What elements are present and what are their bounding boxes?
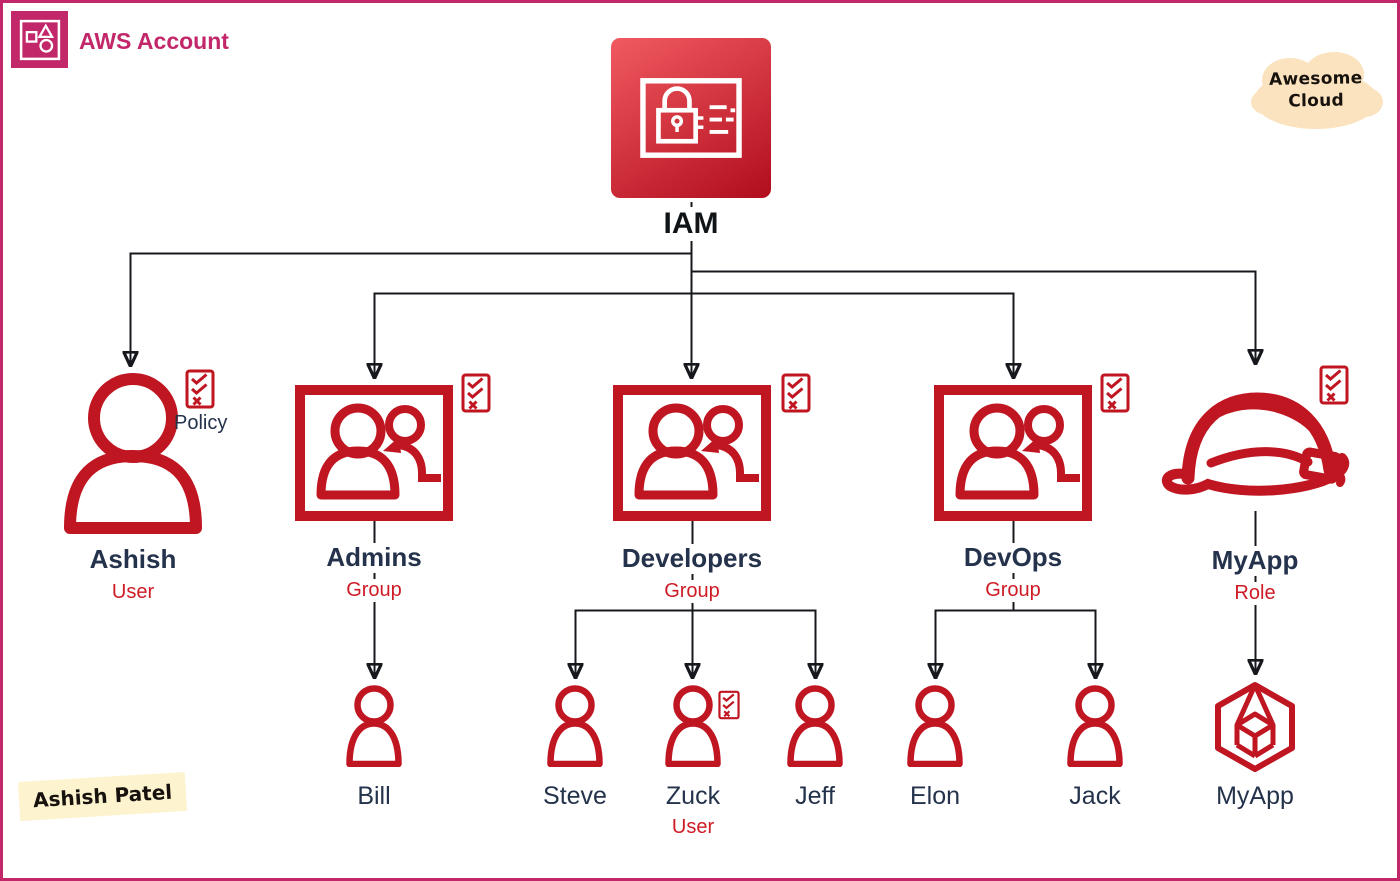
member-name-jeff: Jeff	[795, 782, 835, 810]
node-type-group: Group	[980, 579, 1046, 602]
aws-account-label: AWS Account	[79, 28, 229, 54]
user-icon	[906, 685, 964, 767]
node-name-ashish: Ashish	[82, 544, 184, 575]
group-icon	[295, 385, 453, 521]
node-type-group: Group	[659, 580, 725, 603]
cube-icon	[1211, 681, 1299, 773]
user-icon	[345, 685, 403, 767]
group-icon	[934, 385, 1092, 521]
policy-icon	[718, 690, 740, 720]
node-name-devops: DevOps	[956, 542, 1070, 573]
member-name-jack: Jack	[1069, 782, 1121, 810]
member-name-myapp: MyApp	[1216, 782, 1294, 810]
policy-icon	[185, 369, 215, 409]
connector-arrows	[3, 202, 1400, 881]
policy-icon	[1319, 365, 1349, 405]
node-name-developers: Developers	[614, 543, 770, 574]
node-type-role: Role	[1229, 582, 1281, 605]
user-icon	[786, 685, 844, 767]
member-type-user: User	[666, 816, 720, 839]
node-name-myapp-role: MyApp	[1204, 545, 1306, 576]
iam-service-icon	[611, 38, 771, 198]
node-type-group: Group	[341, 579, 407, 602]
iam-label: IAM	[657, 207, 725, 241]
user-icon	[546, 685, 604, 767]
member-name-steve: Steve	[543, 782, 607, 810]
cloud-icon	[1251, 52, 1383, 129]
awesome-cloud-logo: Awesome Cloud	[1246, 43, 1386, 137]
user-icon	[664, 685, 722, 767]
policy-icon	[781, 373, 811, 413]
member-name-bill: Bill	[357, 782, 391, 810]
awesome-cloud-text: Awesome Cloud	[1268, 68, 1363, 112]
policy-label: Policy	[174, 412, 228, 434]
hard-hat-icon	[1161, 375, 1351, 513]
user-icon	[1066, 685, 1124, 767]
policy-icon	[1100, 373, 1130, 413]
policy-icon	[461, 373, 491, 413]
node-name-admins: Admins	[319, 542, 429, 573]
group-icon	[613, 385, 771, 521]
user-icon	[58, 372, 208, 534]
member-name-zuck: Zuck	[665, 782, 721, 810]
node-type-user: User	[106, 581, 160, 604]
member-name-elon: Elon	[909, 782, 961, 810]
aws-account-icon	[11, 11, 68, 68]
